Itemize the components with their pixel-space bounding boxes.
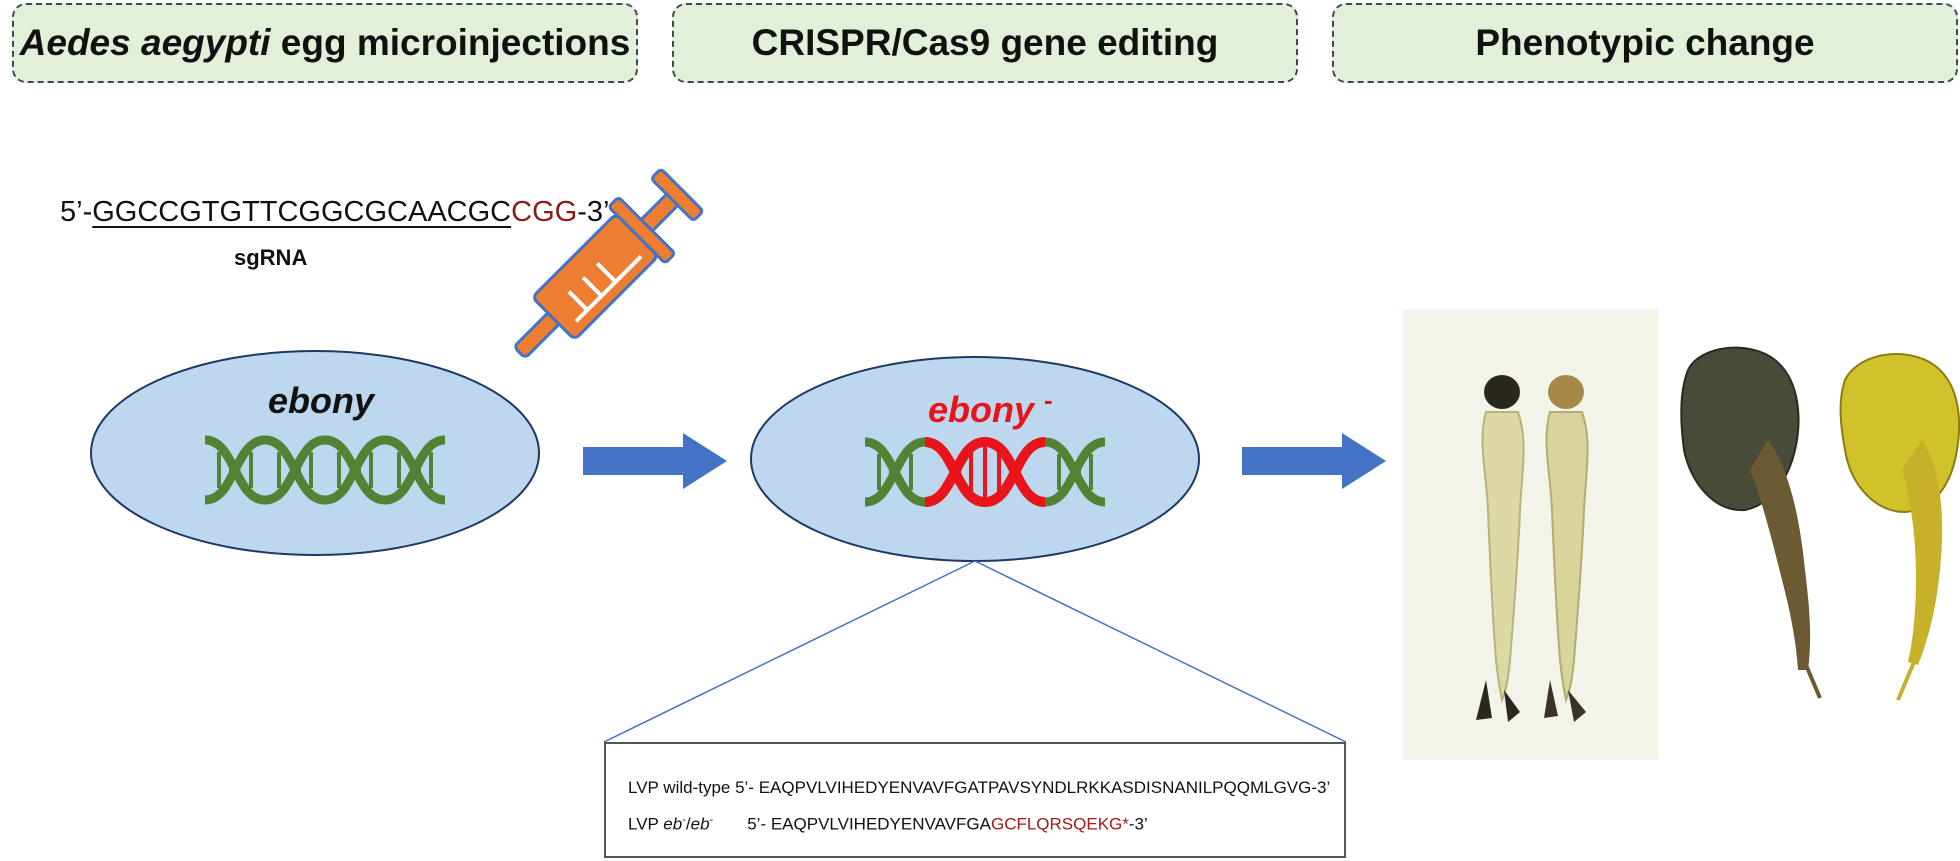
zoom-line-left [603, 560, 976, 743]
genotype-sup-a: - [682, 814, 686, 826]
mutant-sequence-start: 5’- EAQPVLVIHEDYENVAVFGA [747, 814, 991, 834]
step-header-text: Phenotypic change [1475, 22, 1815, 63]
genotype-allele-b: eb [690, 814, 710, 834]
pam-site: CGG [511, 196, 578, 228]
sequence-suffix: -3’ [577, 196, 610, 228]
mutant-sequence-row: LVP eb-/eb-5’- EAQPVLVIHEDYENVAVFGAGCFLQ… [628, 804, 1344, 841]
mutant-gene-name: ebony [928, 389, 1035, 430]
step-header-phenotype: Phenotypic change [1332, 3, 1958, 83]
genotype-allele-a: eb [663, 814, 683, 834]
wildtype-protein-sequence: EAQPVLVIHEDYENVAVFGATPAVSYNDLRKKASDISNAN… [758, 778, 1331, 797]
mutant-frameshift-sequence: GCFLQRSQEKG* [990, 814, 1129, 834]
mutant-sequence-end: -3’ [1128, 814, 1148, 834]
sgrna-sequence: 5’-GGCCGTGTTCGGCGCAACGCCGG-3’ [60, 196, 609, 229]
wildtype-sequence-row: LVP wild-type 5’- EAQPVLVIHEDYENVAVFGATP… [628, 772, 1344, 804]
larvae-photo [1403, 309, 1658, 760]
step-header-microinjection: Aedes aegypti egg microinjections [12, 3, 638, 83]
genotype-sup-b: - [709, 814, 714, 826]
pupae-photo [1680, 346, 1960, 701]
species-name: Aedes aegypti [19, 22, 271, 63]
arrow-right-icon [1242, 433, 1386, 489]
step-header-text: CRISPR/Cas9 gene editing [751, 22, 1219, 63]
dna-helix-icon [204, 435, 446, 505]
zoom-line-right [974, 560, 1347, 743]
step-header-crispr: CRISPR/Cas9 gene editing [672, 3, 1298, 83]
mutant-row-prefix: LVP [628, 814, 664, 834]
mutation-site-icon [924, 436, 1046, 508]
wildtype-ellipse [90, 350, 540, 556]
sequence-comparison-box: LVP wild-type 5’- EAQPVLVIHEDYENVAVFGATP… [604, 742, 1346, 858]
dna-helix-mutant-icon [864, 436, 1106, 508]
sgrna-label: sgRNA [234, 245, 308, 270]
syringe-icon [514, 168, 704, 358]
wildtype-gene-label: ebony [268, 380, 375, 421]
sgrna-target: GGCCGTGTTCGGCGCAACGC [92, 196, 512, 228]
arrow-right-icon [583, 433, 727, 489]
genotype-slash: / [685, 814, 691, 834]
wildtype-row-label: LVP wild-type 5’- [628, 778, 759, 797]
sequence-prefix: 5’- [60, 196, 93, 228]
mutant-superscript: - [1044, 385, 1053, 415]
mutant-gene-label: ebony - [928, 385, 1053, 431]
step-header-text: egg microinjections [270, 22, 631, 63]
